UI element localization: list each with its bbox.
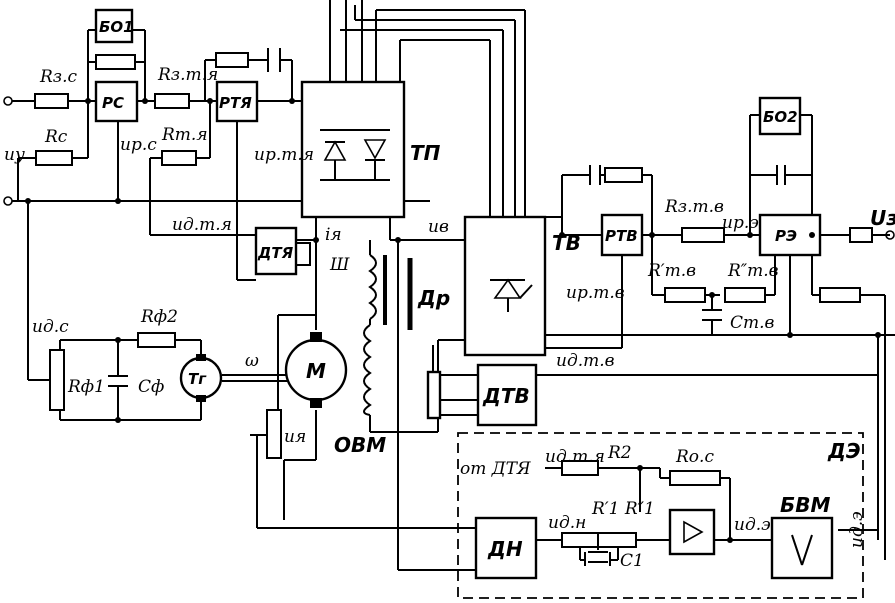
label-r2: R2 (607, 443, 632, 463)
block-rtv (600, 213, 644, 257)
label-u-rt-v: uр.т.в (566, 283, 625, 303)
block-dn (474, 516, 538, 580)
label-r-zt-ya: Rз.т.я (157, 65, 218, 85)
label-u-dt-v: uд.т.в (556, 351, 615, 371)
label-u-de2: uд.э (847, 511, 867, 548)
label-c-f: Сф (138, 377, 164, 397)
label-sh: Ш (329, 255, 350, 275)
label-tg: Тг (188, 370, 207, 388)
label-u-rs: uр.с (120, 135, 157, 155)
block-dtv (476, 363, 538, 427)
label-dr: Др (417, 286, 450, 310)
label-u-rt-ya: uр.т.я (254, 145, 314, 165)
block-bvm (770, 516, 834, 580)
label-omega: ω (245, 351, 259, 371)
label-r-os: Rо.с (675, 447, 714, 467)
label-rtv: РТВ (605, 227, 638, 245)
label-r-t-v2: R″т.в (727, 261, 779, 281)
dtv-coil (426, 370, 442, 420)
label-r-f1: Rф1 (67, 377, 105, 397)
label-u-de: uд.э (734, 515, 771, 535)
block-bo2 (758, 96, 802, 136)
label-dtya: ДТЯ (257, 244, 294, 262)
label-bo2: БО2 (763, 108, 798, 126)
label-dtv: ДТВ (482, 384, 530, 408)
label-m: М (306, 359, 326, 383)
choke-dr (363, 254, 413, 416)
label-ovm: ОВМ (334, 433, 386, 457)
label-tv: ТВ (552, 231, 581, 255)
label-ot-dtya: от ДТЯ (460, 459, 531, 479)
bvm-symbol (791, 534, 813, 566)
block-amp (668, 508, 716, 556)
block-rtya (215, 80, 259, 123)
label-u-re: uр.э (722, 213, 759, 233)
label-u-dn: uд.н (548, 513, 586, 533)
label-rtya: РТЯ (219, 94, 252, 112)
block-bo1 (94, 8, 134, 44)
de-boundary (457, 432, 864, 599)
label-u-v: uв (428, 217, 449, 237)
block-rs (94, 80, 139, 123)
label-u-ds: uд.с (32, 317, 69, 337)
label-i-ya: iя (325, 225, 342, 245)
junction-dots (25, 98, 881, 543)
output-terminal (885, 230, 895, 240)
resistors (34, 52, 873, 548)
block-tp (300, 80, 406, 219)
label-c-t-v: Ст.в (730, 313, 775, 333)
label-tp: ТП (410, 141, 441, 165)
tachogenerator (179, 354, 223, 402)
label-r-s: Rс (44, 127, 68, 147)
tv-thyristor (490, 278, 533, 312)
text-labels: БО1 РС РТЯ ДТЯ РТВ БО2 РЭ ДТВ ДН БВМ ТП … (4, 18, 895, 571)
label-u-dt-ya2: uд.т.я (545, 447, 605, 467)
label-u-ya: uя (284, 427, 306, 447)
capacitors (108, 48, 786, 563)
label-bvm: БВМ (780, 493, 830, 517)
label-r1: R′1 R″1 (591, 499, 655, 519)
label-r-zt-v: Rз.т.в (664, 197, 724, 217)
label-u-dt-ya: uд.т.я (172, 215, 232, 235)
block-dtya (254, 226, 298, 276)
label-rs: РС (102, 94, 124, 112)
label-u-y: uу (4, 145, 25, 165)
motor (284, 332, 348, 408)
blocks (94, 8, 834, 580)
label-re: РЭ (775, 227, 797, 245)
label-r-zs: Rз.с (39, 67, 77, 87)
tp-thyristors (320, 129, 390, 181)
amp-triangle (683, 520, 704, 544)
label-u-z: Uз (870, 206, 895, 230)
label-r-t-ya: Rт.я (161, 125, 208, 145)
label-r-t-v1: R′т.в (647, 261, 696, 281)
label-r-f2: Rф2 (140, 307, 178, 327)
label-de: ДЭ (827, 439, 861, 463)
label-bo1: БО1 (99, 18, 134, 36)
label-c1: С1 (620, 551, 644, 571)
block-tv (463, 215, 547, 357)
label-dn: ДН (487, 537, 523, 561)
